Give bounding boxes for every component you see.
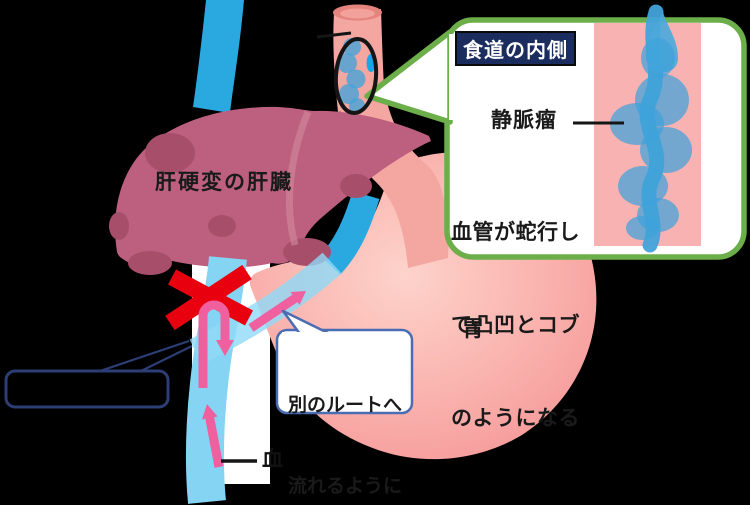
varices-circle-annotation bbox=[333, 37, 379, 115]
blood-flow-legend-label: 血 bbox=[262, 448, 283, 471]
callout-description: 血管が蛇行し て凸凹とコブ のようになる bbox=[451, 155, 580, 465]
callout-title: 食道の内側 bbox=[455, 31, 576, 66]
varices-illustration bbox=[610, 4, 692, 253]
u-turn-arrowhead bbox=[216, 340, 234, 356]
bypass-arrowhead bbox=[290, 291, 306, 305]
blockage-x-mark bbox=[165, 264, 253, 331]
esophagus-tick-line bbox=[316, 31, 352, 39]
esophagus-varices-small bbox=[337, 38, 366, 114]
portal-inflow-arrowhead bbox=[202, 404, 218, 420]
speech-bubble-line-1: 別のルートへ bbox=[288, 395, 403, 416]
callout-description-line-3: のようになる bbox=[451, 407, 580, 430]
stomach-label: 胃 bbox=[462, 316, 485, 341]
speech-bubble bbox=[275, 309, 414, 415]
varix-label: 静脈瘤 bbox=[491, 109, 557, 132]
blood-flow-arrows bbox=[198, 291, 306, 468]
leader-line-1 bbox=[99, 339, 190, 373]
liver-shape bbox=[109, 106, 432, 275]
esophagus-inside-callout bbox=[364, 4, 747, 260]
empty-label-box bbox=[4, 369, 170, 409]
callout-description-line-2: て凸凹とコブ bbox=[451, 314, 580, 337]
esophagus-opening-inner bbox=[340, 8, 375, 19]
hepatic-outflow-vessel bbox=[193, 0, 244, 113]
bypass-arrow bbox=[248, 293, 300, 332]
speech-bubble-text: 別のルートへ 流れるように なる bbox=[288, 338, 402, 505]
liver-lobe-divider bbox=[285, 110, 312, 246]
speech-bubble-line-2: 流れるように bbox=[288, 476, 403, 497]
bypass-vessel-upper bbox=[319, 190, 380, 275]
leader-line-2 bbox=[140, 345, 193, 372]
liver-label: 肝硬変の肝臓 bbox=[155, 171, 293, 194]
portal-inflow-arrow bbox=[204, 413, 224, 468]
empty-label-callout bbox=[4, 339, 193, 409]
callout-description-line-1: 血管が蛇行し bbox=[451, 221, 580, 244]
u-turn-arrow bbox=[198, 300, 230, 388]
